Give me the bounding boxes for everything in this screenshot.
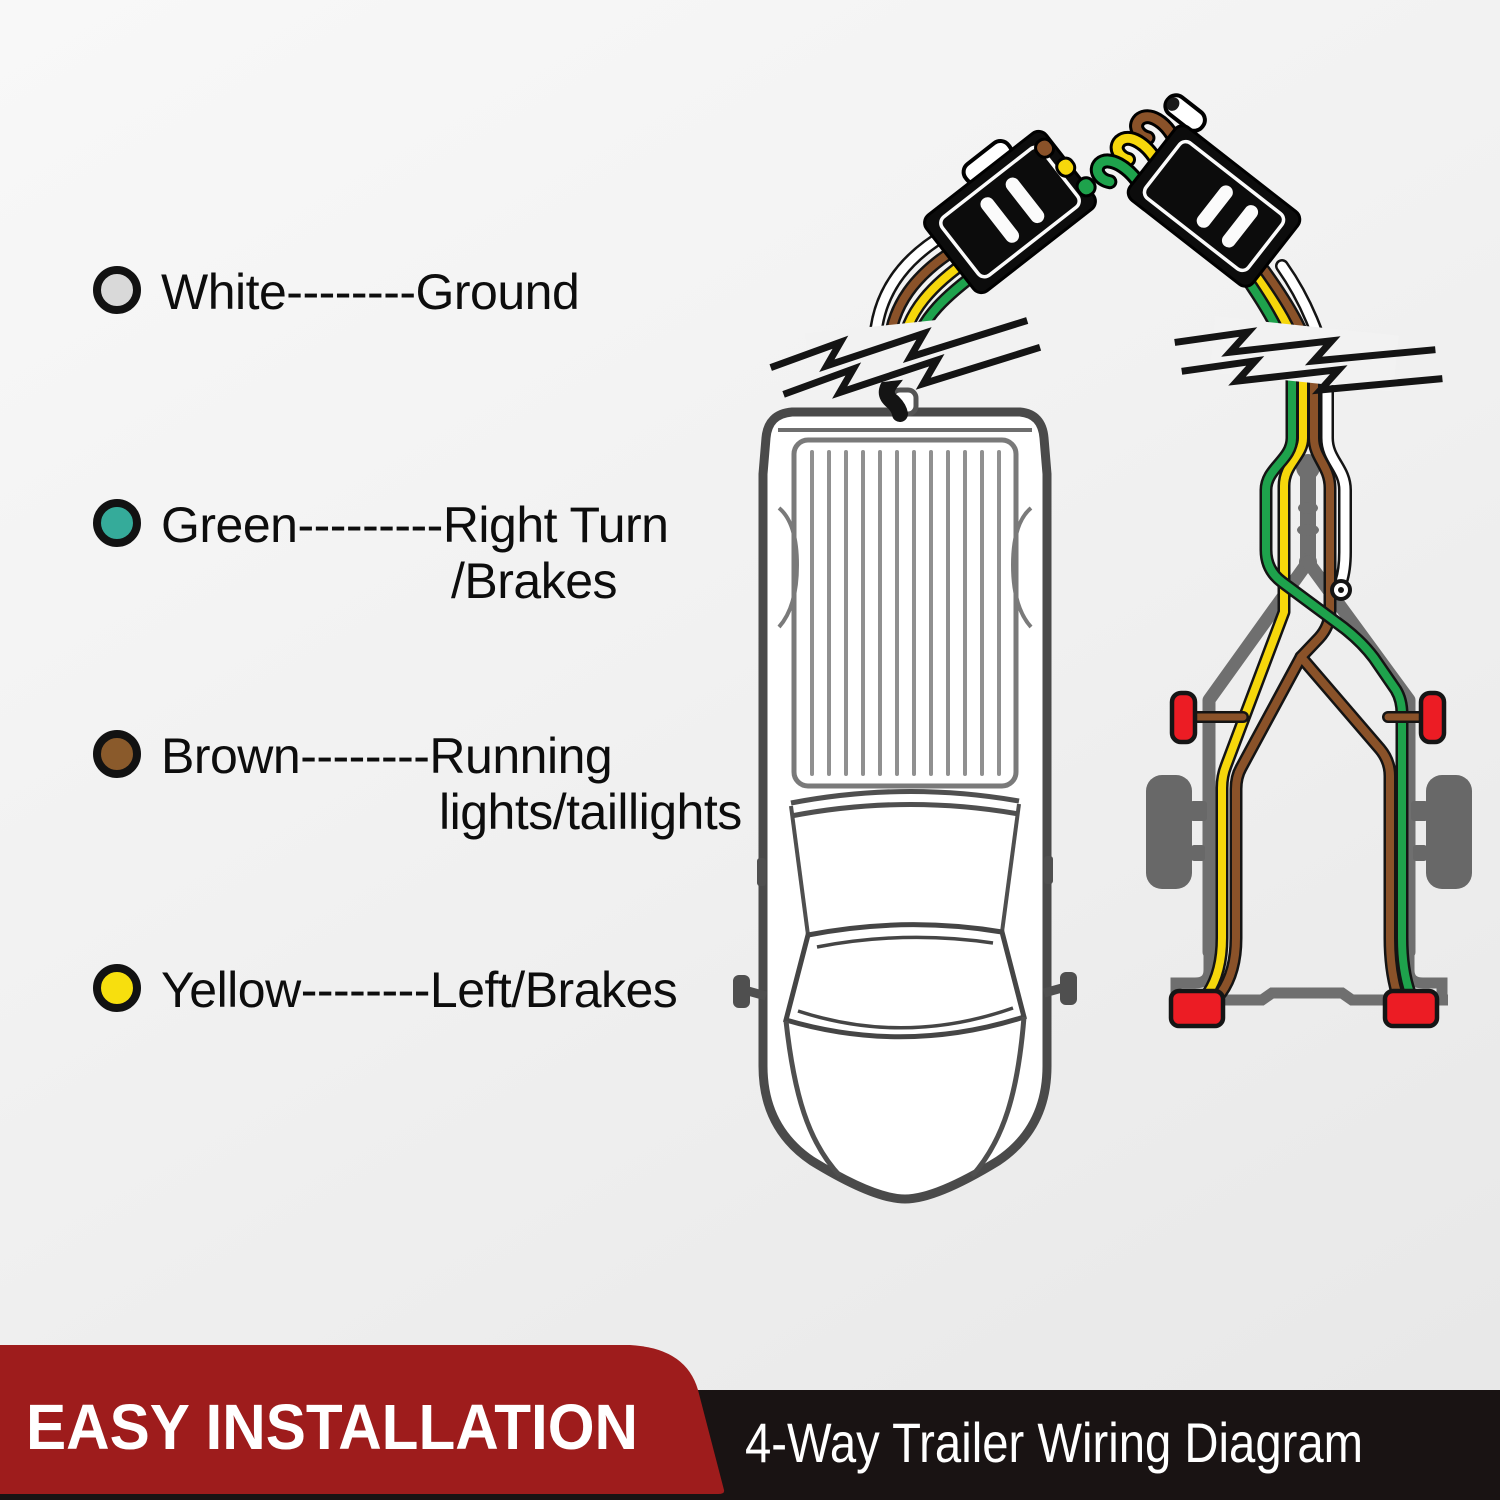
pin-brown — [1132, 112, 1181, 149]
banner-left-ribbon — [0, 1345, 725, 1494]
green-wire-swatch — [93, 499, 141, 547]
mirror-arm-left — [746, 986, 768, 1001]
trailer-connector-trim — [1142, 139, 1286, 273]
brown-wire — [1214, 263, 1404, 1000]
legend-item-green-right-turn: Green---------Right Turn /Brakes — [93, 497, 669, 609]
vehicle-connector-slot-1 — [980, 197, 1020, 243]
yellow-wire-swatch — [93, 964, 141, 1012]
trailer-connector-4flat — [1089, 93, 1302, 288]
legend-item-yellow-left-brakes: Yellow--------Left/Brakes — [93, 962, 678, 1018]
break-band — [1209, 316, 1399, 392]
legend-item-text: Brown--------Running lights/taillights — [161, 728, 742, 840]
trailer-frame-left — [1202, 555, 1315, 959]
rear-window-line-2 — [790, 802, 1020, 819]
legend-label: White--------Ground — [161, 264, 580, 320]
truck-top-view — [733, 387, 1077, 1204]
truck-bed-ribs — [810, 450, 1001, 776]
trailer-connector-pins — [1089, 109, 1184, 196]
trailer-rear-crossmember — [1170, 987, 1448, 1006]
mirror-left — [733, 975, 750, 1008]
vehicle-connector-slot-2 — [1005, 177, 1045, 224]
bottom-banner: EASY INSTALLATION 4-Way Trailer Wiring D… — [0, 1345, 1500, 1500]
banner-right-label: 4-Way Trailer Wiring Diagram — [745, 1411, 1363, 1474]
mirror-right — [1060, 972, 1077, 1005]
white-wire — [1277, 261, 1350, 587]
trailer-connector-slot-1 — [1196, 185, 1233, 228]
legend-item-text: White--------Ground — [161, 264, 580, 320]
ground-ring-bolt — [1338, 587, 1344, 593]
side-marker-right — [1418, 690, 1447, 745]
legend-item-white-ground: White--------Ground — [93, 264, 580, 320]
side-marker-left — [1169, 690, 1198, 745]
wire-break-right — [1174, 316, 1443, 395]
legend-label-line2: /Brakes — [451, 553, 618, 609]
trailer-connector-slot-2 — [1221, 205, 1259, 248]
windshield-inner-top — [816, 935, 994, 949]
legend-item-brown-running-lights: Brown--------Running lights/taillights — [93, 728, 742, 840]
hood-line-left — [783, 1020, 842, 1178]
white-wire-swatch — [93, 266, 141, 314]
legend-item-text: Yellow--------Left/Brakes — [161, 962, 678, 1018]
trailer-connector-ground-opening — [1166, 97, 1180, 111]
windshield-inner-bottom — [797, 1006, 1014, 1030]
break-bolt-top — [769, 317, 1029, 372]
trailer-top-view — [1146, 454, 1472, 1006]
taillight-left — [1168, 988, 1226, 1029]
legend-item-text: Green---------Right Turn /Brakes — [161, 497, 669, 609]
pin-green — [1092, 156, 1147, 193]
brown-wire-swatch — [93, 730, 141, 778]
vehicle-terminal-yellow — [1055, 156, 1077, 178]
bed-flare-left — [777, 506, 800, 629]
roof-pillar-right — [1000, 803, 1021, 933]
vehicle-connector-4flat — [923, 129, 1097, 295]
hood-line-right — [970, 1016, 1027, 1178]
trailer-wheel-left — [1146, 775, 1207, 889]
legend-label: Green---------Right Turn — [161, 497, 669, 553]
vehicle-terminal-brown — [1034, 137, 1056, 159]
break-bolt-bottom — [1181, 356, 1443, 395]
legend-label: Brown--------Running — [161, 728, 613, 784]
pin-yellow — [1112, 133, 1164, 171]
trailer-coupler-jack — [1296, 454, 1320, 571]
trailer-wheel-right — [1411, 775, 1472, 889]
break-bolt-top — [1174, 327, 1436, 366]
trailer-frame-right — [1301, 555, 1416, 959]
wire-break-left — [769, 314, 1042, 399]
truck-bed-frame — [791, 437, 1019, 789]
roof-pillar-left — [789, 805, 810, 936]
mirror-arm-right — [1042, 983, 1064, 998]
legend-label-line2: lights/taillights — [439, 784, 742, 840]
break-bolt-bottom — [782, 343, 1042, 399]
side-trim-left — [757, 858, 766, 886]
banner-left-label: EASY INSTALLATION — [26, 1391, 638, 1463]
vehicle-terminal-green — [1075, 176, 1097, 198]
side-trim-right — [1044, 856, 1053, 884]
trailer-lights — [1168, 690, 1447, 1029]
legend-label: Yellow--------Left/Brakes — [161, 962, 678, 1018]
trailer-frame-bottom-left — [1170, 948, 1215, 999]
taillight-right — [1382, 988, 1440, 1029]
bed-flare-right — [1010, 506, 1033, 629]
rear-window-line-1 — [790, 789, 1020, 806]
